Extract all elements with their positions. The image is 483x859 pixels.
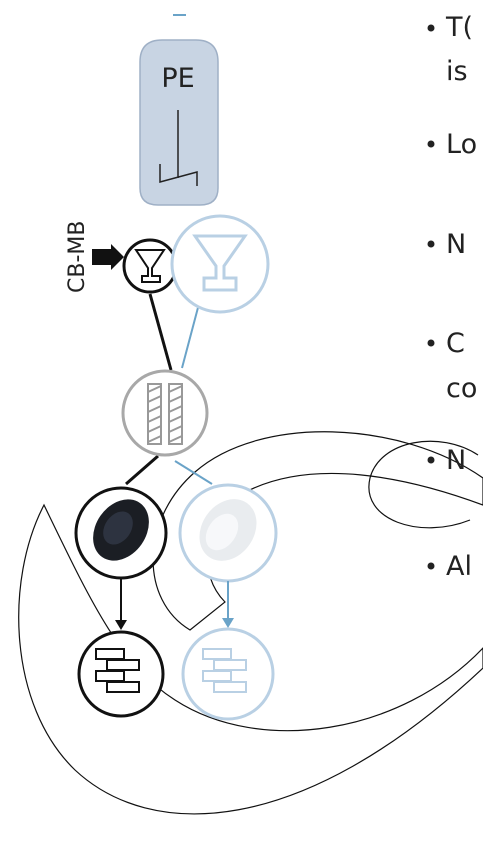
black-pellets-icon bbox=[74, 486, 168, 580]
bullet-1-line-2: is bbox=[446, 56, 468, 87]
bullet-2-line-1: Lo bbox=[446, 129, 477, 160]
bullet-dot bbox=[427, 24, 435, 32]
feeder-label: CB-MB bbox=[65, 221, 90, 293]
bullet-5-line-1: N bbox=[446, 445, 466, 476]
product-stack-icon bbox=[77, 630, 165, 718]
bullet-6-line-1: Al bbox=[446, 551, 472, 582]
hopper-icon bbox=[122, 238, 178, 294]
bullet-4-line-1: C bbox=[446, 328, 465, 359]
pe-container: PE bbox=[139, 39, 219, 206]
bullet-3-line-1: N bbox=[446, 229, 466, 260]
top-dash bbox=[173, 14, 186, 16]
hopper-faded-icon bbox=[170, 214, 270, 314]
bullet-list: T( is Lo N C co N Al bbox=[427, 12, 477, 582]
c-outline-shape bbox=[152, 431, 483, 631]
bullet-dot bbox=[427, 339, 435, 347]
bullet-dot bbox=[427, 562, 435, 570]
stirrer-icon bbox=[159, 110, 198, 186]
connector-faded-hopper-to-extruder bbox=[181, 299, 201, 369]
product-stack-faded-icon bbox=[181, 627, 275, 721]
feed-arrow-icon bbox=[92, 244, 124, 270]
connector-extruder-to-white bbox=[174, 460, 213, 485]
bullet-1-line-1: T( bbox=[445, 12, 473, 43]
arrow-down-blue bbox=[222, 581, 234, 628]
dot-outline-shape bbox=[368, 440, 479, 529]
white-pellets-icon bbox=[178, 483, 278, 583]
bullet-dot bbox=[427, 456, 435, 464]
connector-hopper-to-extruder bbox=[148, 293, 173, 371]
connector-extruder-to-black bbox=[125, 454, 159, 486]
pe-label: PE bbox=[161, 63, 194, 94]
arrow-down-black bbox=[115, 578, 127, 630]
bullet-dot bbox=[427, 140, 435, 148]
bullet-dot bbox=[427, 240, 435, 248]
bullet-4-line-2: co bbox=[446, 373, 477, 404]
twin-screw-extruder-icon bbox=[121, 369, 209, 457]
